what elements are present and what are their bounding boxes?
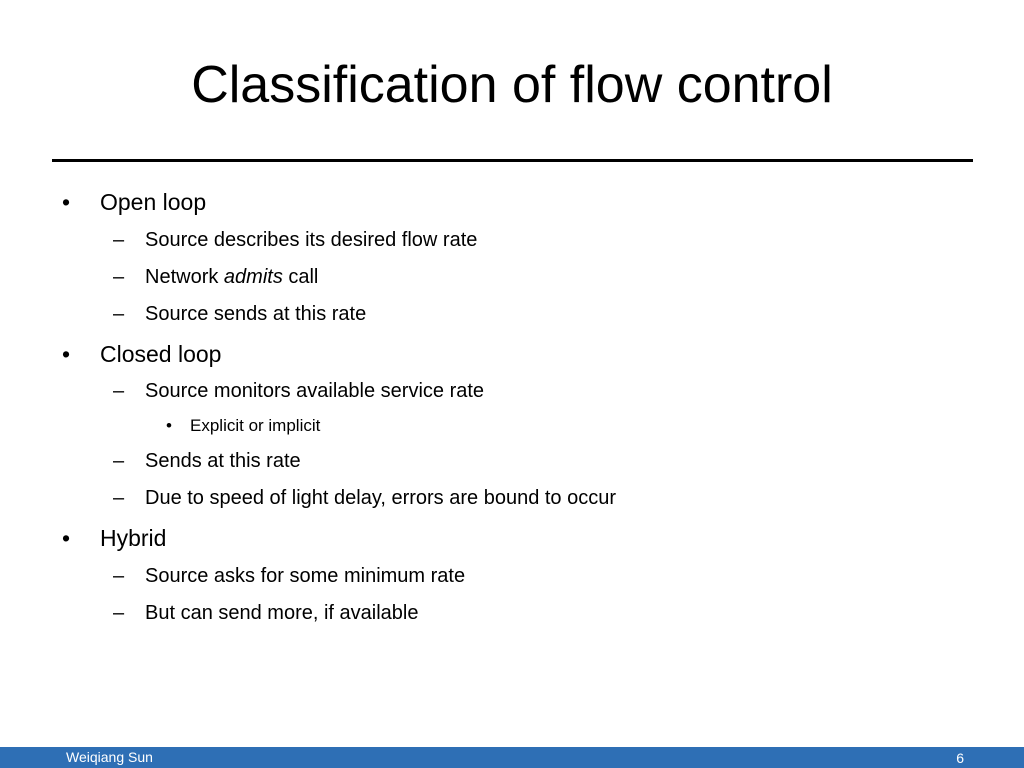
slide-content: •Open loop –Source describes its desired… xyxy=(62,187,616,626)
sub-bullet-speed-of-light: –Due to speed of light delay, errors are… xyxy=(113,485,616,511)
bullet-text: But can send more, if available xyxy=(145,602,419,624)
dash-marker: – xyxy=(113,487,125,509)
bullet-text: Sends at this rate xyxy=(145,450,301,472)
dash-marker: – xyxy=(113,266,125,288)
bullet-marker: • xyxy=(166,416,172,435)
bullet-text: Source monitors available service rate xyxy=(145,380,485,402)
dash-marker: – xyxy=(113,229,125,251)
bullet-text: Source describes its desired flow rate xyxy=(145,229,478,251)
sub-bullet-source-describes: –Source describes its desired flow rate xyxy=(113,227,477,253)
bullet-marker: • xyxy=(62,525,71,551)
sub-bullet-sends-at-rate: –Sends at this rate xyxy=(113,448,301,474)
bullet-text: Hybrid xyxy=(100,525,167,551)
bullet-text-before: Network xyxy=(145,266,224,288)
dash-marker: – xyxy=(113,565,125,587)
bullet-marker: • xyxy=(62,189,71,215)
dash-marker: – xyxy=(113,380,125,402)
footer-bar: Weiqiang Sun 6 xyxy=(0,747,1024,768)
dash-marker: – xyxy=(113,602,125,624)
bullet-text-emphasis: admits xyxy=(223,266,283,288)
dash-marker: – xyxy=(113,450,125,472)
sub-bullet-source-monitors: –Source monitors available service rate xyxy=(113,378,484,404)
sub-bullet-network-admits: –Network admits call xyxy=(113,264,318,290)
page-number: 6 xyxy=(956,750,964,766)
slide-title: Classification of flow control xyxy=(191,56,833,114)
bullet-text: Open loop xyxy=(100,189,207,215)
bullet-marker: • xyxy=(62,341,71,367)
title-divider xyxy=(52,159,973,162)
bullet-text: Source sends at this rate xyxy=(145,303,367,325)
sub-bullet-minimum-rate: –Source asks for some minimum rate xyxy=(113,563,465,589)
sub-bullet-source-sends: –Source sends at this rate xyxy=(113,301,366,327)
bullet-text: Due to speed of light delay, errors are … xyxy=(145,487,617,509)
bullet-closed-loop: • Closed loop xyxy=(62,339,221,369)
sub-sub-bullet-explicit: • Explicit or implicit xyxy=(166,415,320,437)
bullet-text: Source asks for some minimum rate xyxy=(145,565,466,587)
bullet-open-loop: • Open loop xyxy=(62,187,206,217)
dash-marker: – xyxy=(113,303,125,325)
bullet-text: Explicit or implicit xyxy=(190,416,321,435)
bullet-text-after: call xyxy=(282,266,319,288)
bullet-text: Closed loop xyxy=(100,341,222,367)
footer-author: Weiqiang Sun xyxy=(66,749,153,765)
bullet-hybrid: • Hybrid xyxy=(62,523,166,553)
sub-bullet-send-more: –But can send more, if available xyxy=(113,600,419,626)
